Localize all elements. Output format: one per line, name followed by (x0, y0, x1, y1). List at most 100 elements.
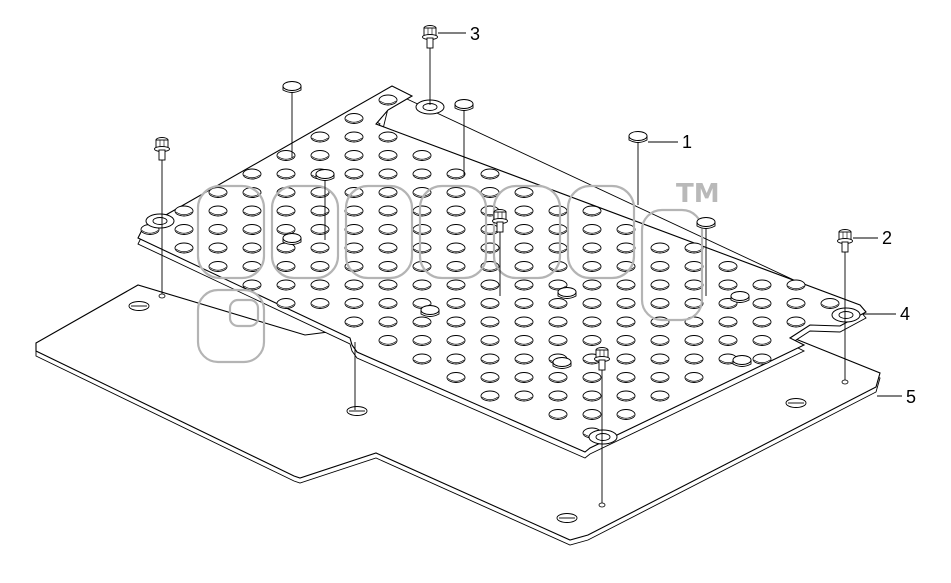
perforation-hole (718, 335, 738, 346)
perforation-hole (242, 279, 262, 291)
hex-bolt (837, 229, 853, 253)
perforation-hole (208, 224, 228, 235)
rivet-cap (552, 357, 572, 369)
perforation-hole (480, 168, 500, 180)
perforation-hole (276, 205, 296, 217)
perforation-hole (174, 224, 194, 235)
perforation-hole (378, 205, 398, 217)
perforation-hole (514, 353, 534, 365)
perforation-hole (276, 279, 296, 291)
perforation-hole (650, 353, 670, 365)
perforation-hole (582, 298, 602, 309)
rivet-cap (282, 233, 302, 245)
perforation-hole (650, 372, 670, 383)
rivet-cap (420, 305, 440, 317)
perforation-hole (616, 316, 636, 328)
perforation-hole (276, 298, 296, 309)
perforation-hole (276, 242, 296, 254)
perforation-hole (514, 205, 534, 217)
perforation-hole (684, 279, 704, 291)
perforation-hole (718, 316, 738, 328)
rivet-cap (315, 169, 335, 181)
perforation-hole (684, 372, 704, 383)
perforation-hole (446, 242, 466, 254)
perforation-hole (446, 298, 466, 309)
perforation-hole (480, 279, 500, 291)
perforation-hole (480, 335, 500, 346)
rivet-cap (732, 355, 752, 367)
perforation-hole (582, 205, 602, 217)
perforation-hole (616, 242, 636, 254)
perforation-hole (378, 335, 398, 346)
perforation-hole (480, 372, 500, 383)
perforation-hole (548, 205, 568, 217)
hex-bolt (422, 25, 438, 49)
perforation-hole (412, 353, 432, 365)
perforation-hole (378, 261, 398, 272)
rivet-cap (730, 291, 750, 303)
perforation-hole (412, 187, 432, 198)
mounting-bushings (145, 99, 861, 445)
bushing (145, 213, 175, 229)
callout-3: 3 (438, 24, 480, 44)
callout-3-label: 3 (470, 24, 480, 44)
bushing (588, 429, 618, 445)
perforation-hole (548, 390, 568, 402)
perforation-hole (616, 279, 636, 291)
perforation-hole (820, 298, 840, 309)
watermark-logo: TM (196, 179, 720, 364)
perforation-hole (616, 409, 636, 420)
perforation-hole (412, 224, 432, 235)
perforation-hole (582, 261, 602, 272)
perforation-hole (514, 187, 534, 198)
perforation-hole (684, 261, 704, 272)
perforation-hole (208, 205, 228, 217)
perforation-hole (208, 261, 228, 272)
perforation-hole (514, 242, 534, 254)
perforation-hole (514, 335, 534, 346)
perforation-hole (378, 94, 398, 106)
callouts: 1 2 3 4 5 (438, 24, 916, 407)
perforation-hole (786, 316, 806, 328)
perforation-hole (582, 372, 602, 383)
perforation-hole (514, 316, 534, 328)
perforation-hole (548, 409, 568, 420)
callout-5: 5 (877, 387, 916, 407)
perforation-hole (548, 242, 568, 254)
perforation-hole (276, 168, 296, 180)
hex-bolt (154, 137, 170, 161)
perforation-hole (446, 187, 466, 198)
perforation-hole (412, 168, 432, 180)
perforation-hole (412, 279, 432, 291)
perforation-hole (616, 353, 636, 365)
perforation-hole (480, 224, 500, 235)
perforation-hole (548, 224, 568, 235)
perforation-hole (378, 316, 398, 328)
perforation-hole (548, 279, 568, 291)
perforation-hole (412, 205, 432, 217)
perforation-hole (276, 150, 296, 161)
perforation-hole (582, 390, 602, 402)
perforation-hole (548, 335, 568, 346)
perforation-hole (684, 353, 704, 365)
callout-4-label: 4 (900, 304, 910, 324)
perforation-hole (480, 316, 500, 328)
callout-5-label: 5 (906, 387, 916, 407)
perforation-hole (344, 150, 364, 161)
plate-perforations (140, 94, 840, 439)
perforation-hole (752, 298, 772, 309)
perforation-hole (344, 205, 364, 217)
perforation-hole (786, 279, 806, 291)
perforation-hole (446, 205, 466, 217)
perforation-hole (378, 298, 398, 309)
perforation-hole (378, 242, 398, 254)
perforation-hole (310, 242, 330, 254)
perforation-hole (446, 353, 466, 365)
perforation-hole (344, 242, 364, 254)
perforation-hole (276, 224, 296, 235)
perforation-hole (650, 390, 670, 402)
perforation-hole (480, 242, 500, 254)
perforation-hole (616, 298, 636, 309)
perforation-hole (344, 224, 364, 235)
